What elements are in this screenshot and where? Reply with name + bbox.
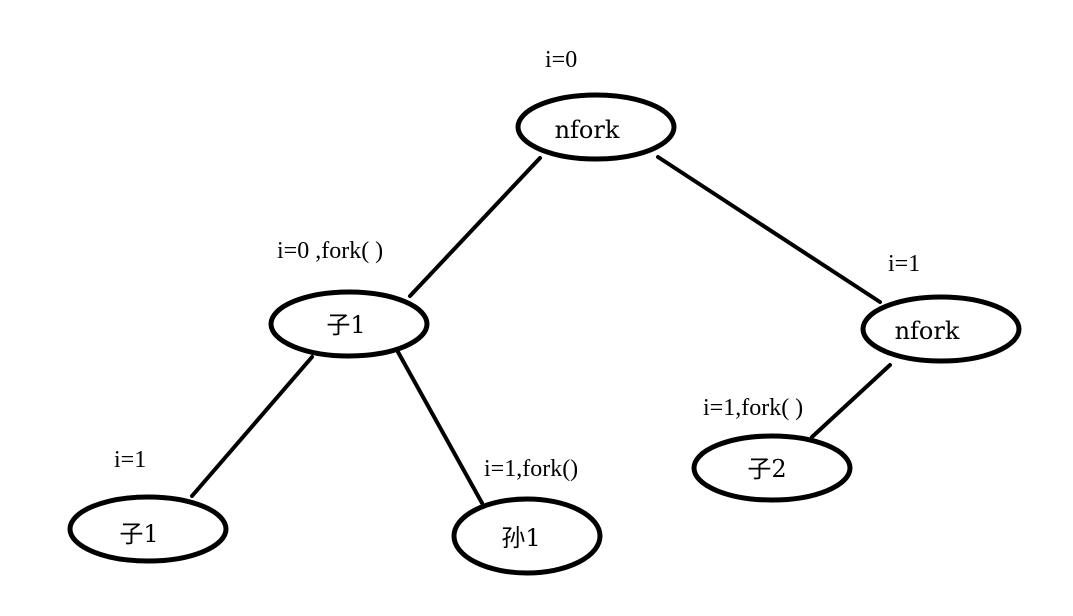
node-child1: 子1 (268, 289, 430, 359)
edge-root-child1 (408, 156, 542, 298)
annotations: i=0 i=0 ,fork( ) i=1 i=1 i=1,fork() i=1,… (114, 47, 920, 482)
annotation-child1-left: i=1 (114, 447, 146, 473)
node-label: nfork (895, 317, 960, 345)
annotation-child2: i=1,fork( ) (703, 395, 803, 421)
annotation-right: i=1 (888, 251, 920, 277)
edge-root-right (656, 155, 882, 304)
edge-right-child2 (810, 363, 892, 439)
annotation-grandchild1: i=1,fork() (484, 456, 578, 482)
node-label: 子2 (747, 455, 786, 483)
node-child2: 子2 (691, 433, 853, 503)
node-label: 子1 (119, 520, 158, 548)
node-label: 子1 (326, 311, 365, 339)
node-child1-left: 子1 (67, 494, 229, 564)
node-right: nfork (860, 294, 1022, 364)
node-root: nfork (515, 92, 677, 162)
annotation-child1: i=0 ,fork( ) (277, 238, 383, 264)
edges (190, 155, 892, 505)
edge-child1-child1left (190, 355, 314, 498)
edge-child1-grandchild1 (396, 350, 484, 505)
node-grandchild1: 孙1 (451, 496, 603, 576)
annotation-root: i=0 (545, 47, 577, 73)
node-label: 孙1 (501, 524, 540, 552)
node-label: nfork (555, 116, 620, 144)
